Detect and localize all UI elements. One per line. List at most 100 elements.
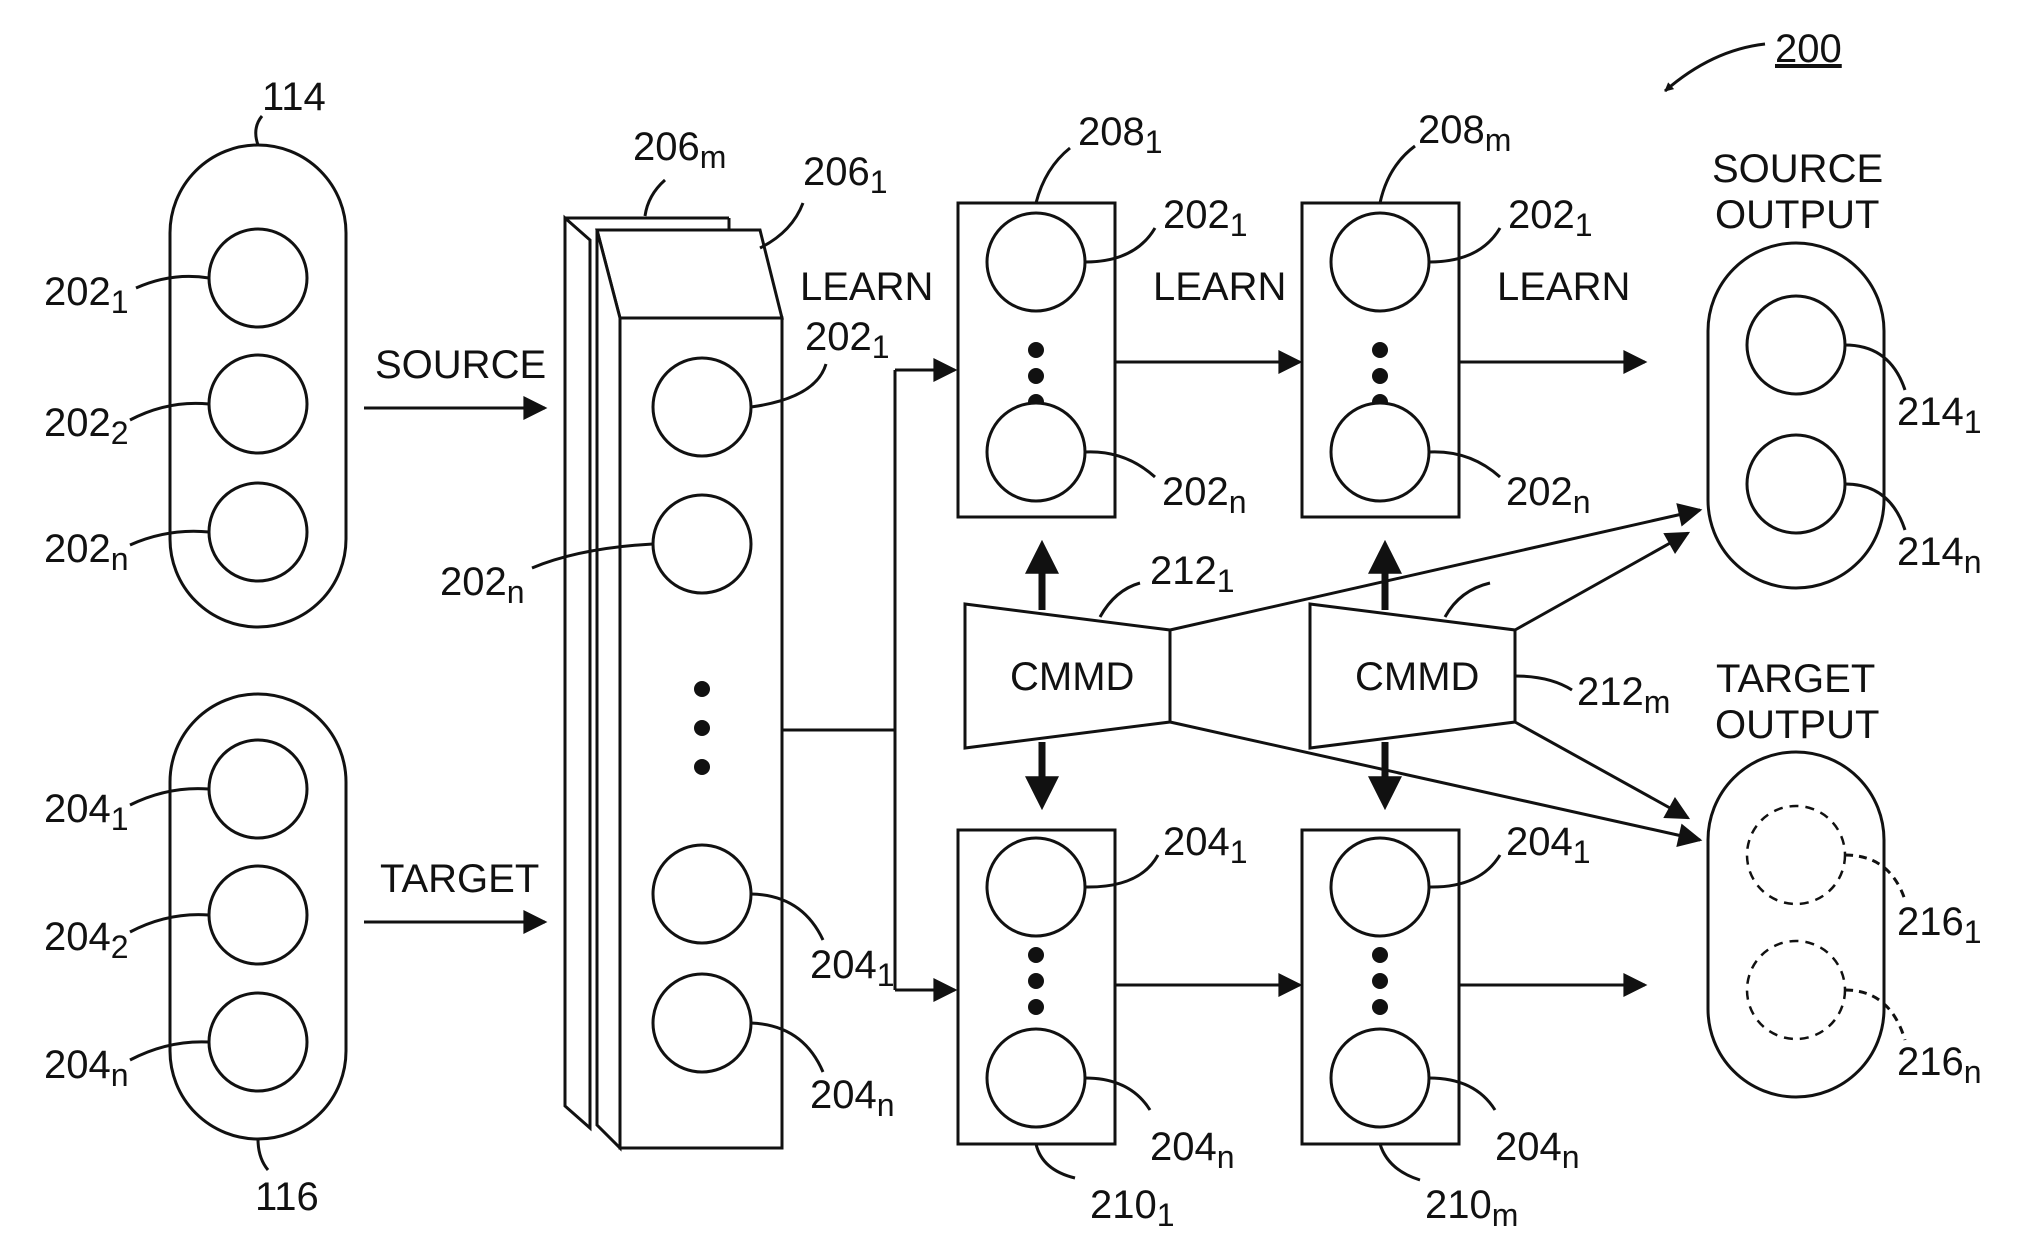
ref-214-n: 214n xyxy=(1897,530,1982,580)
leader-204-1a xyxy=(129,787,210,807)
leader-210-m xyxy=(1378,1143,1421,1182)
shared-node-204-n xyxy=(651,972,753,1074)
leader-208-m xyxy=(1378,144,1416,204)
ref-206-m: 206m xyxy=(633,125,726,175)
target-output-node-216-1 xyxy=(1745,804,1847,906)
leader-202-1d xyxy=(1428,227,1502,264)
shared-node-202-1 xyxy=(651,356,753,458)
leader-204-nc xyxy=(1084,1076,1152,1111)
leader-214-1 xyxy=(1844,343,1907,391)
target-output-label-line2: OUTPUT xyxy=(1715,703,1879,747)
leader-114 xyxy=(254,115,264,146)
ref-114: 114 xyxy=(262,75,326,119)
ref-204-na: 204n xyxy=(44,1043,129,1093)
leader-216-1 xyxy=(1844,853,1907,901)
layer-210-1-ellipsis-dot xyxy=(1028,973,1044,989)
cmmd-m-to-target-output xyxy=(1514,720,1691,820)
layer-208-m-node-202-1 xyxy=(1329,211,1431,313)
layer-208-1-node-202-n xyxy=(985,401,1087,503)
layer-210-1-node-204-1 xyxy=(985,836,1087,938)
learn-label-2: LEARN xyxy=(1153,265,1286,309)
cmmd-label-m: CMMD xyxy=(1355,655,1479,699)
figure-number: 200 xyxy=(1775,27,1842,71)
layer-208-1-node-202-1 xyxy=(985,211,1087,313)
learn-label-3: LEARN xyxy=(1497,265,1630,309)
ref-204-1b: 2041 xyxy=(810,943,895,993)
leader-210-1 xyxy=(1034,1143,1076,1180)
ref-202-nc: 202n xyxy=(1162,470,1247,520)
target-output-layer xyxy=(1706,750,1886,1099)
cmmd-m-to-source-output xyxy=(1514,531,1691,632)
leader-204-1b xyxy=(750,892,825,941)
shared-ellipsis-dot xyxy=(694,720,710,736)
leader-202-nc xyxy=(1084,450,1157,479)
ref-202-1b: 2021 xyxy=(805,315,890,365)
source-output-label-line2: OUTPUT xyxy=(1715,193,1879,237)
leader-206-1 xyxy=(759,202,805,250)
ref-208-1: 2081 xyxy=(1078,110,1163,160)
layer-208-m-ellipsis-dot xyxy=(1372,342,1388,358)
source-node-202-n xyxy=(207,481,309,583)
source-flow-label: SOURCE xyxy=(375,343,546,387)
source-output-node-214-n xyxy=(1745,433,1847,535)
ref-210-1: 2101 xyxy=(1090,1183,1175,1233)
leader-202-1c xyxy=(1084,227,1157,264)
leader-206-m xyxy=(643,178,667,217)
layer-210-1-ellipsis-dot xyxy=(1028,999,1044,1015)
ref-210-m: 210m xyxy=(1425,1183,1518,1233)
shared-ellipsis-dot xyxy=(694,759,710,775)
leader-204-2 xyxy=(129,913,210,934)
leader-212-m xyxy=(1514,674,1573,692)
leader-202-2 xyxy=(129,401,210,422)
figure-pointer-arrow xyxy=(1664,42,1766,93)
target-flow-label: TARGET xyxy=(380,857,539,901)
ref-202-1c: 2021 xyxy=(1163,193,1248,243)
ref-208-m: 208m xyxy=(1418,108,1511,158)
leader-216-n xyxy=(1844,988,1907,1041)
ref-202-nd: 202n xyxy=(1506,470,1591,520)
ref-204-nc: 204n xyxy=(1150,1125,1235,1175)
cmmd-label-1: CMMD xyxy=(1010,655,1134,699)
leader-202-1b xyxy=(750,363,828,409)
layer-210-1-ellipsis-dot xyxy=(1028,947,1044,963)
shared-node-202-n xyxy=(651,493,753,595)
layer-208-m-ellipsis-dot xyxy=(1372,368,1388,384)
layer-210-1-node-204-n xyxy=(985,1027,1087,1129)
ref-216-n: 216n xyxy=(1897,1040,1982,1090)
leader-202-na xyxy=(129,529,210,547)
source-node-202-1 xyxy=(207,227,309,329)
ref-206-1: 2061 xyxy=(803,150,888,200)
leader-202-1a xyxy=(135,274,210,290)
leader-202-nd xyxy=(1428,450,1502,479)
shared-ellipsis-dot xyxy=(694,681,710,697)
ref-204-1a: 2041 xyxy=(44,787,129,837)
leader-204-nd xyxy=(1428,1076,1497,1111)
source-output-node-214-1 xyxy=(1745,294,1847,396)
cmmd-1-to-source-output xyxy=(1169,503,1703,632)
shared-layer-206-m xyxy=(563,214,731,1132)
ref-202-1d: 2021 xyxy=(1508,193,1593,243)
layer-210-m-node-204-1 xyxy=(1329,836,1431,938)
leader-214-n xyxy=(1844,482,1907,531)
target-node-204-2 xyxy=(207,864,309,966)
ref-212-m: 212m xyxy=(1577,670,1670,720)
ref-212-1: 2121 xyxy=(1150,549,1235,599)
target-node-204-n xyxy=(207,991,309,1093)
learn-label-1: LEARN xyxy=(800,265,933,309)
ref-214-1: 2141 xyxy=(1897,390,1982,440)
leader-204-1c xyxy=(1084,854,1160,889)
ref-202-na: 202n xyxy=(44,527,129,577)
ref-202-2: 2022 xyxy=(44,401,129,451)
ref-202-1a: 2021 xyxy=(44,270,129,320)
leader-116 xyxy=(256,1138,270,1171)
leader-208-1 xyxy=(1034,146,1071,204)
source-node-202-2 xyxy=(207,353,309,455)
leader-212-m-top xyxy=(1443,581,1491,618)
ref-202-nb: 202n xyxy=(440,560,525,610)
ref-204-nd: 204n xyxy=(1495,1125,1580,1175)
leader-202-nb xyxy=(531,542,654,570)
layer-208-1-ellipsis-dot xyxy=(1028,342,1044,358)
layer-208-m-node-202-n xyxy=(1329,401,1431,503)
leader-204-nb xyxy=(750,1021,825,1073)
